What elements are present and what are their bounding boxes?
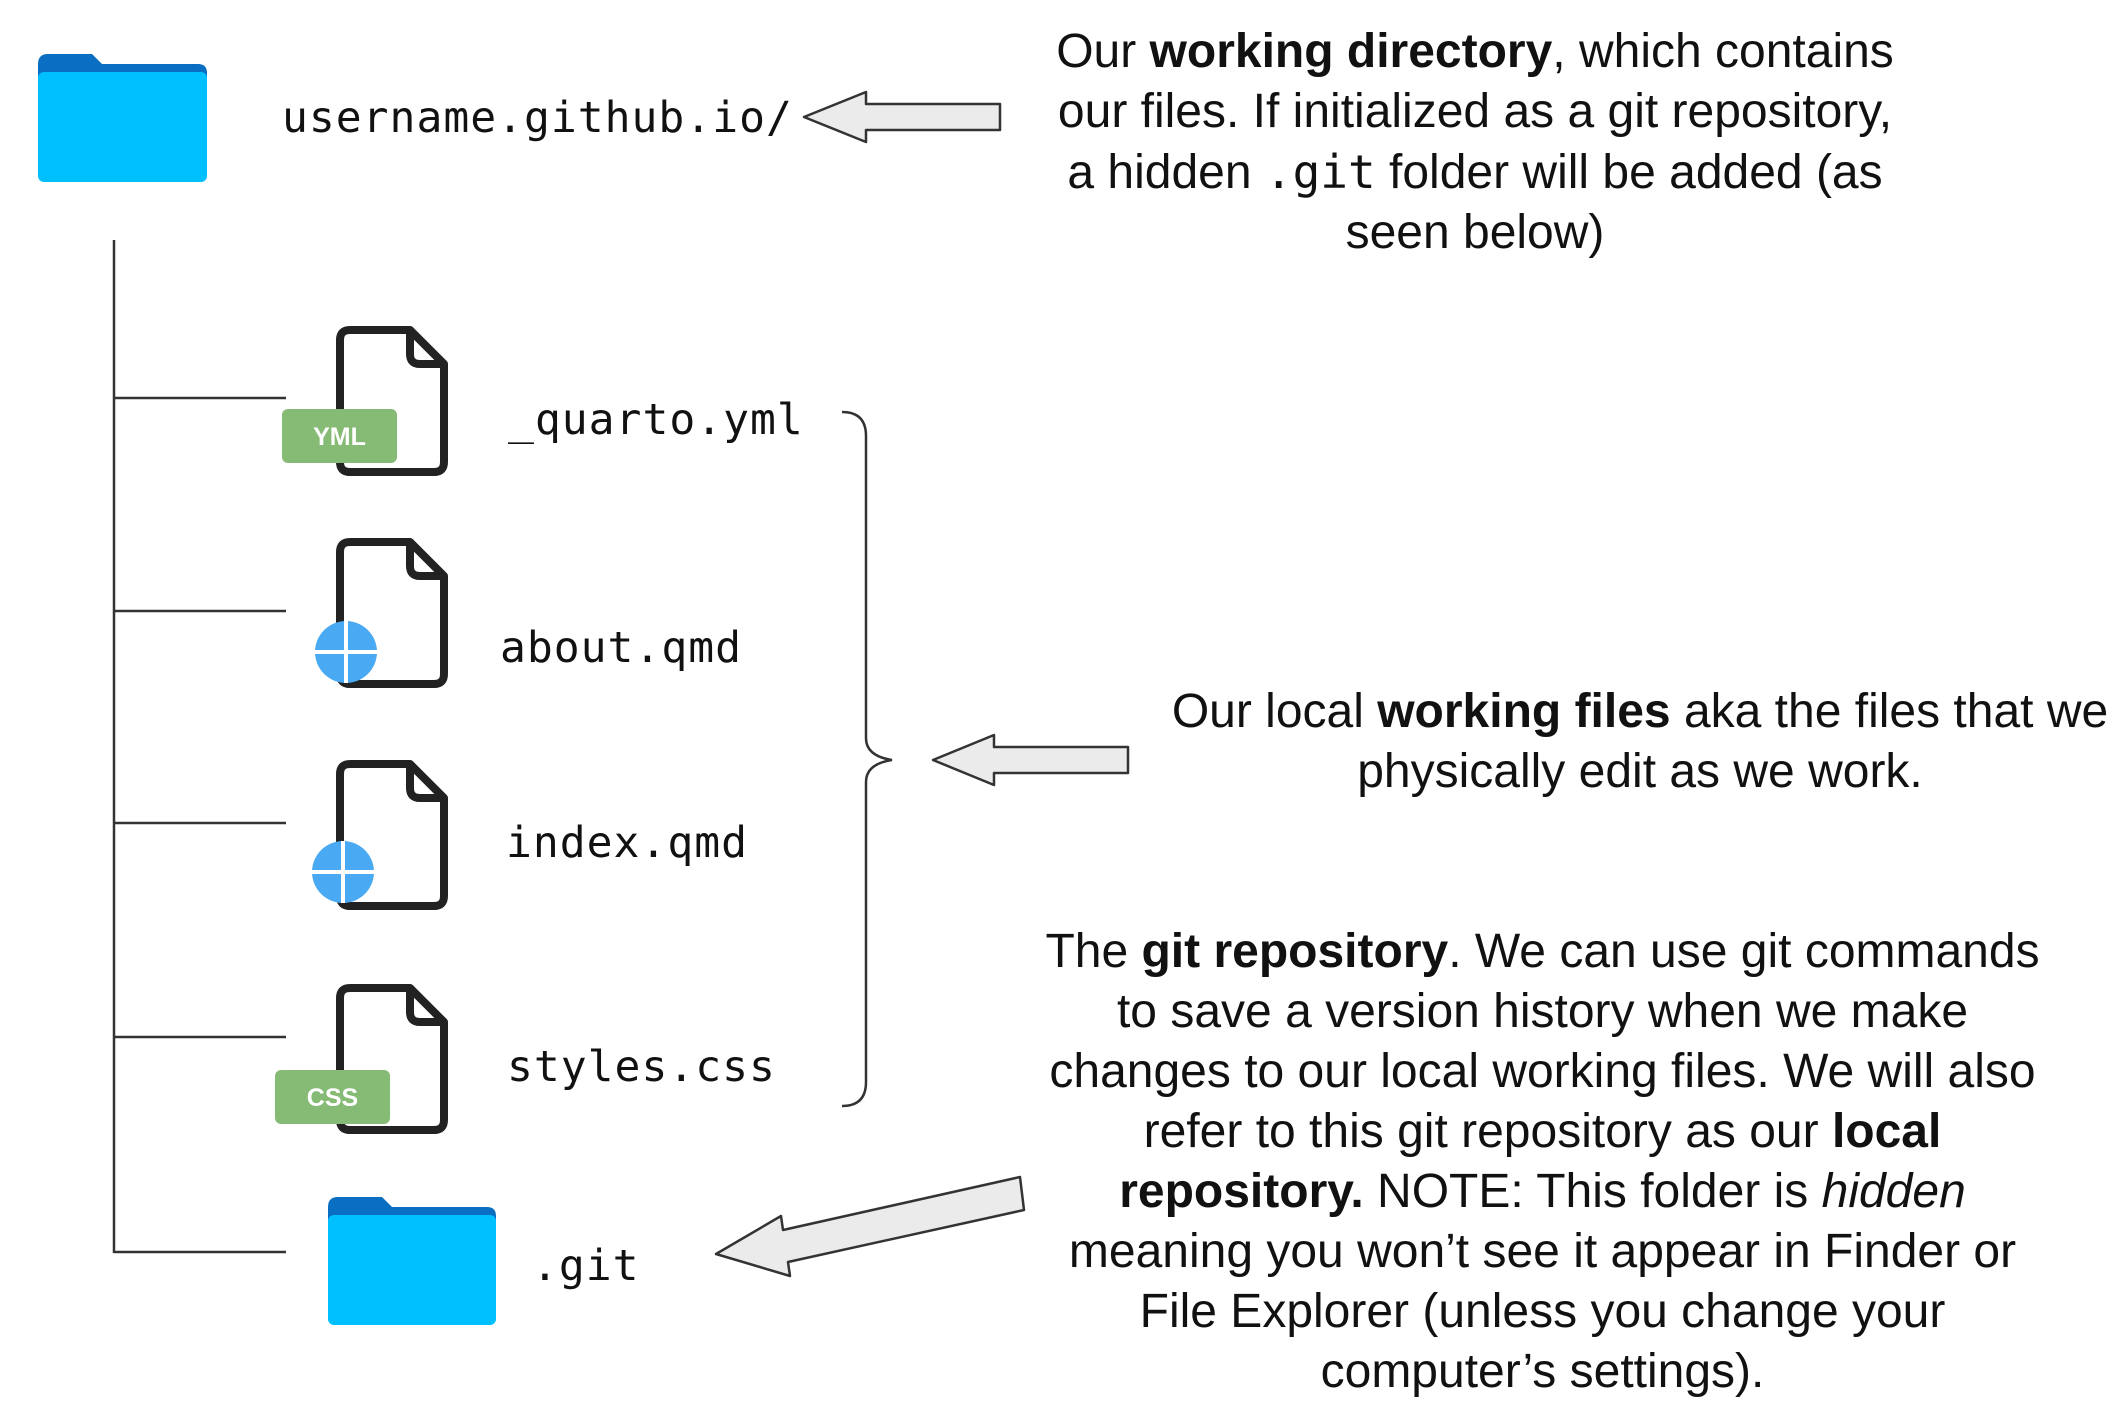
curly-brace (841, 410, 893, 1108)
note-text: Our (1056, 25, 1150, 78)
note-italic-term: hidden (1821, 1165, 1966, 1218)
quarto-file-icon (312, 764, 444, 906)
note-bold-term: local repository. (1119, 1105, 1942, 1218)
arrow-left-icon (802, 90, 1002, 144)
note-text: NOTE: This folder is (1363, 1165, 1822, 1218)
css-file-icon: CSS (275, 988, 444, 1130)
note-bold-term: working directory (1149, 25, 1553, 78)
tree-lines (112, 240, 286, 1254)
note-text: Our local (1171, 685, 1378, 738)
file-name-quarto-yml: _quarto.yml (508, 395, 804, 445)
yml-badge (282, 409, 397, 463)
file-name-index-qmd: index.qmd (506, 818, 748, 868)
root-folder-icon (38, 54, 207, 182)
working-files-note: Our local working files aka the files th… (1170, 682, 2110, 802)
arrow-left-icon (931, 733, 1130, 787)
note-text: folder will be added (as seen below) (1345, 146, 1883, 259)
note-text: aka the files that we physically edit as… (1357, 685, 2109, 798)
root-folder-label: username.github.io/ (282, 93, 793, 143)
file-name-styles-css: styles.css (507, 1042, 776, 1092)
git-folder-label: .git (532, 1241, 640, 1291)
globe-icon (315, 621, 377, 683)
note-text: , which contains our files. If initializ… (1057, 25, 1894, 199)
note-bold-term: working files (1377, 685, 1671, 738)
git-repository-note: The git repository. We can use git comma… (1040, 922, 2045, 1402)
note-text: meaning you won’t see it appear in Finde… (1068, 1225, 2017, 1398)
yml-badge-label: YML (313, 423, 366, 451)
css-badge (275, 1070, 390, 1124)
note-text: . We can use git commands to save a vers… (1049, 925, 2040, 1158)
arrow-down-left-icon (714, 1175, 1026, 1278)
file-name-about-qmd: about.qmd (500, 623, 742, 673)
globe-icon (312, 841, 374, 903)
css-badge-label: CSS (307, 1084, 358, 1112)
git-folder-icon (328, 1197, 496, 1325)
note-code-term: .git (1264, 145, 1376, 199)
yml-file-icon: YML (282, 330, 444, 472)
quarto-file-icon (315, 542, 444, 684)
note-bold-term: git repository (1141, 925, 1449, 978)
working-directory-note: Our working directory, which contains ou… (1040, 22, 1910, 263)
note-text: The (1045, 925, 1142, 978)
